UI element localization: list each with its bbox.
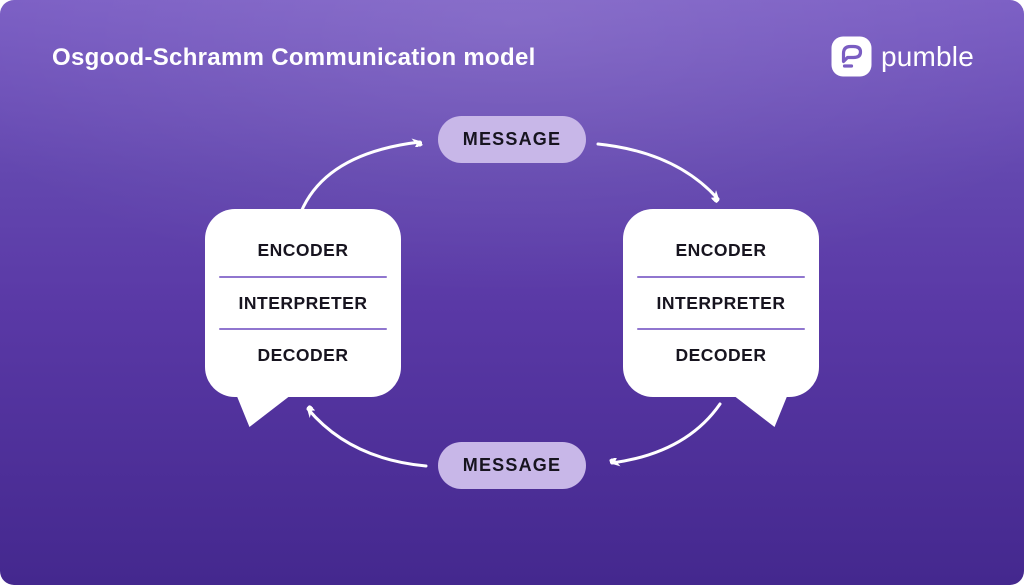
divider bbox=[219, 328, 387, 331]
arrow-right-to-bottom-message bbox=[612, 402, 722, 463]
bubble-tail bbox=[733, 395, 788, 427]
brand-name: pumble bbox=[880, 40, 974, 72]
communicator-bubble-right: ENCODER INTERPRETER DECODER bbox=[623, 209, 819, 427]
bubble-tail bbox=[236, 395, 291, 427]
decoder-label: DECODER bbox=[675, 345, 767, 366]
page-title: Osgood-Schramm Communication model bbox=[52, 44, 536, 71]
arrow-bottom-message-to-left bbox=[308, 409, 428, 468]
encoder-label: ENCODER bbox=[675, 239, 767, 260]
pumble-logo: pumble bbox=[831, 36, 974, 77]
message-label: MESSAGE bbox=[462, 455, 562, 475]
interpreter-label: INTERPRETER bbox=[656, 292, 786, 313]
communicator-bubble-left: ENCODER INTERPRETER DECODER bbox=[205, 209, 401, 427]
arrow-top-message-to-right bbox=[596, 142, 718, 199]
message-node-bottom: MESSAGE bbox=[438, 442, 586, 489]
divider bbox=[219, 275, 387, 278]
divider bbox=[637, 275, 805, 278]
decoder-label: DECODER bbox=[257, 345, 349, 366]
interpreter-label: INTERPRETER bbox=[238, 292, 368, 313]
message-node-top: MESSAGE bbox=[438, 116, 586, 163]
divider bbox=[637, 328, 805, 331]
encoder-label: ENCODER bbox=[257, 239, 349, 260]
arrow-left-to-top-message bbox=[299, 142, 420, 214]
message-label: MESSAGE bbox=[462, 129, 562, 149]
pumble-speech-bubble-icon bbox=[831, 36, 872, 77]
